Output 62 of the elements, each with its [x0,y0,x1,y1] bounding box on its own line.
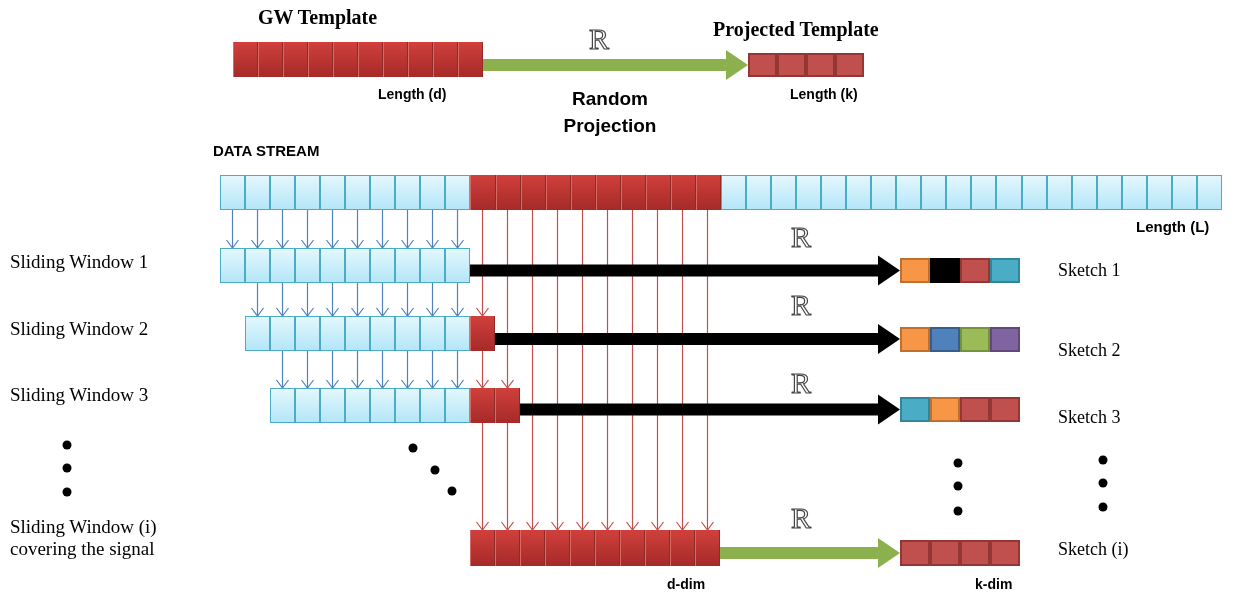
arrow [425,282,440,317]
arrow [275,282,290,317]
arrow [375,209,390,249]
arrow [375,350,390,389]
arrow [300,209,315,249]
block-arrow [483,50,748,80]
arrow [325,209,340,249]
window-label: Sliding Window 1 [10,251,149,273]
block-arrow [720,538,900,568]
dimension-label: d-dim [667,576,706,593]
arrow [325,350,340,389]
arrow [500,422,515,531]
sketch-label: Sketch 1 [1058,260,1121,281]
arrow [325,282,340,317]
arrow [600,209,615,531]
block-arrow [520,394,900,425]
array-title: Projected Template [713,18,879,41]
arrow [575,209,590,531]
arrow [425,209,440,249]
block-arrow [495,324,900,354]
arrow [250,282,265,317]
dimension-label: k-dim [975,576,1013,593]
arrow [300,350,315,389]
arrow [400,209,415,249]
arrow [425,350,440,389]
arrow [475,209,490,317]
sketch-label: Sketch 3 [1058,407,1121,428]
window-label: Sliding Window 2 [10,318,149,340]
arrow [500,209,515,389]
arrow [350,282,365,317]
arrow [250,209,265,249]
window-label: Sliding Window (i) covering the signal [10,516,158,560]
arrow [550,209,565,531]
arrow [475,350,490,389]
arrow [275,209,290,249]
note-text: Random Projection [562,87,658,138]
arrow [275,350,290,389]
arrow [450,209,465,249]
arrow [475,422,490,531]
sketch-label: Sketch 2 [1058,340,1121,361]
array-title: GW Template [258,6,378,29]
arrow [400,350,415,389]
sketch-label: Sketch (i) [1058,539,1129,560]
arrow [525,209,540,531]
arrow [450,350,465,389]
array-title: DATA STREAM [213,142,320,160]
arrow [700,209,715,531]
arrow [350,350,365,389]
arrow [225,209,240,249]
arrow [650,209,665,531]
arrow [300,282,315,317]
arrow [675,209,690,531]
arrow [350,209,365,249]
arrow [450,282,465,317]
dimension-label: Length (L) [1136,218,1210,236]
window-label: Sliding Window 3 [10,384,149,406]
block-arrow [470,255,900,286]
dimension-label: Length (d) [378,86,447,103]
arrow [400,282,415,317]
arrow [625,209,640,531]
arrow [375,282,390,317]
dimension-label: Length (k) [790,86,858,103]
